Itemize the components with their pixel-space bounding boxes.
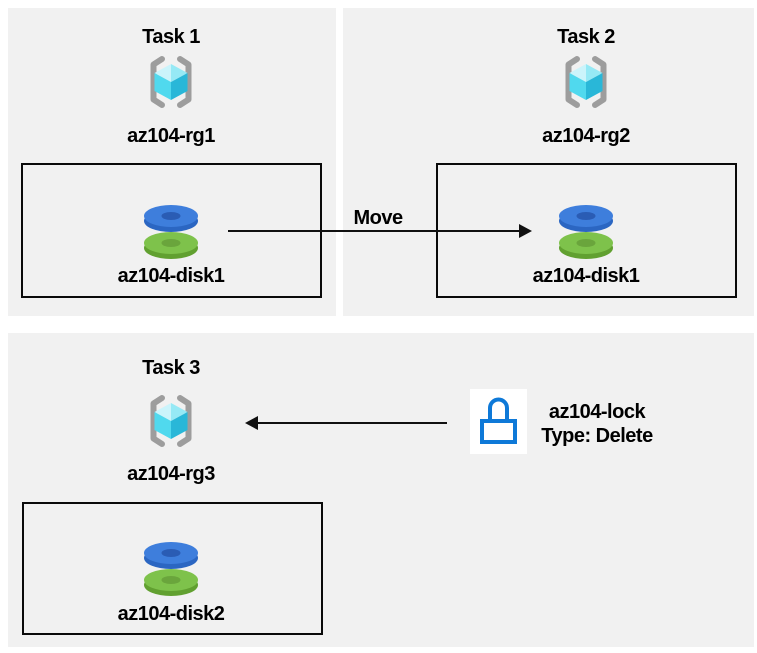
task-1-panel: Task 1 az104-rg1 az104-disk1	[8, 8, 336, 316]
disk-name: az104-disk2	[117, 603, 225, 625]
resource-group-icon	[565, 56, 607, 108]
lock-arrow-line	[258, 422, 447, 424]
disk-name: az104-disk1	[532, 265, 640, 287]
task-2-panel: Task 2 az104-rg2 az104-disk1	[343, 8, 754, 316]
lock-labels: az104-lock Type: Delete	[517, 400, 677, 448]
resource-group-icon	[150, 395, 192, 447]
disk-icon	[559, 205, 613, 259]
task-3-panel: Task 3 az104-rg3 az104-disk2	[8, 333, 754, 647]
task-title: Task 1	[142, 26, 200, 48]
lock-type: Type: Delete	[541, 425, 653, 447]
resource-group-icon	[150, 56, 192, 108]
move-arrowhead-icon	[519, 224, 532, 238]
disk-name: az104-disk1	[117, 265, 225, 287]
disk-box	[22, 502, 323, 635]
disk-icon	[144, 205, 198, 259]
lock-name: az104-lock	[548, 401, 646, 423]
disk-icon	[144, 542, 198, 596]
resource-group-name: az104-rg3	[127, 463, 215, 485]
lock-icon	[480, 397, 517, 444]
move-arrow-line	[228, 230, 519, 232]
lock-icon-tile	[470, 389, 527, 454]
task-title: Task 2	[557, 26, 615, 48]
resource-group-name: az104-rg1	[127, 125, 215, 147]
task-title: Task 3	[142, 357, 200, 379]
move-arrow-label: Move	[353, 207, 403, 229]
resource-group-name: az104-rg2	[542, 125, 630, 147]
lock-arrowhead-icon	[245, 416, 258, 430]
